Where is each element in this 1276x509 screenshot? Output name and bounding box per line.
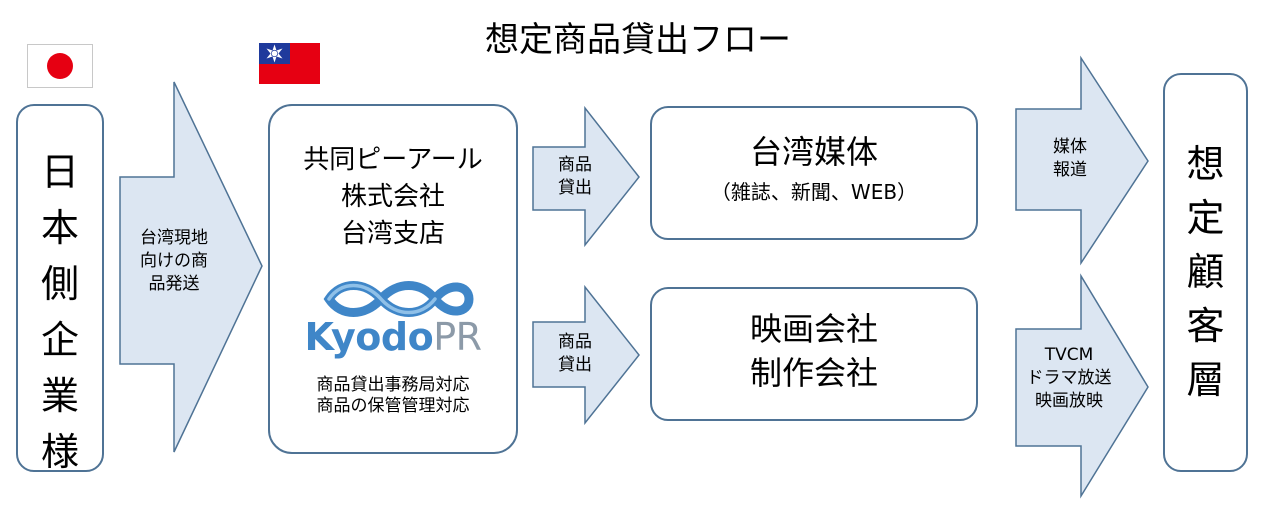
kyodo-pr-heading: 共同ピーアール 株式会社 台湾支店 [303, 145, 483, 249]
pr-logo-word: PR [433, 315, 482, 359]
target-customers-label: 想 定 顧 客 層 [1186, 142, 1225, 402]
kyodo-pr-logo-text: KyodoPR [268, 315, 518, 359]
taiwan-media-title: 台湾媒体 [749, 133, 878, 171]
broadcast-arrow [1015, 273, 1149, 499]
loan-arrow-bottom-label: 商品 貸出 [558, 332, 592, 375]
japanese-companies-box [16, 104, 104, 472]
film-companies-box [650, 287, 978, 421]
japan-flag-icon [27, 44, 93, 88]
shipping-arrow-label: 台湾現地 向けの商 品発送 [140, 228, 208, 294]
loan-arrow-top-label: 商品 貸出 [558, 155, 592, 198]
taiwan-flag-icon [259, 43, 320, 84]
broadcast-arrow-label: TVCM ドラマ放送 映画放映 [1026, 345, 1112, 411]
kyodo-pr-logo-icon [323, 281, 474, 317]
media-report-arrow-label: 媒体 報道 [1053, 137, 1087, 180]
page-title: 想定商品貸出フロー [485, 20, 791, 60]
kyodo-pr-taiwan-box [268, 104, 518, 454]
target-customers-box [1163, 73, 1248, 472]
taiwan-media-subtitle: （雑誌、新聞、WEB） [710, 180, 918, 204]
loan-arrow-bottom [532, 284, 640, 426]
kyodo-pr-services: 商品貸出事務局対応 商品の保管管理対応 [316, 375, 470, 416]
loan-arrow-top [532, 105, 640, 248]
japanese-companies-label: 日 本 側 企 業 様 [40, 150, 79, 474]
film-companies-label: 映画会社 制作会社 [749, 310, 878, 392]
media-report-arrow [1015, 55, 1149, 266]
kyodo-logo-word: Kyodo [304, 315, 434, 359]
taiwan-media-box [650, 106, 978, 240]
shipping-arrow [119, 81, 263, 453]
